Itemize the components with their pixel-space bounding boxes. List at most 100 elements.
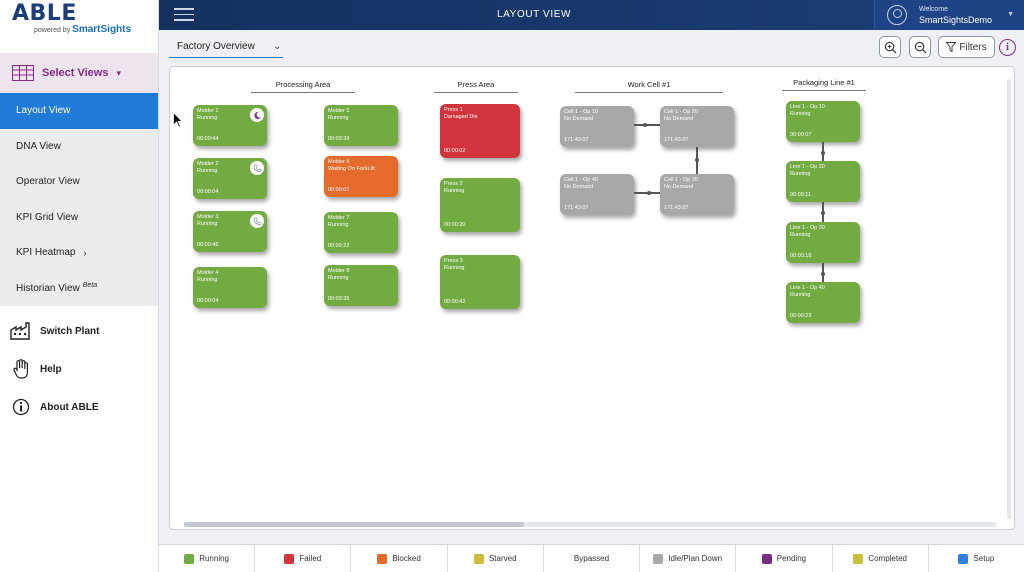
nav-layout-view[interactable]: Layout View	[0, 93, 158, 129]
machine-status: Running	[197, 221, 218, 227]
machine-status: Waiting On ForkLift	[328, 166, 375, 172]
legend-item-setup[interactable]: Setup	[929, 545, 1024, 572]
vertical-scrollbar[interactable]	[1007, 79, 1011, 519]
powered-by-text: powered by	[34, 27, 71, 34]
area-title-packaging: Packaging Line #1	[782, 78, 866, 91]
legend-item-running[interactable]: Running	[159, 545, 256, 572]
phone-icon	[250, 214, 264, 228]
machine-name: Cell 1 - Op 40	[564, 177, 598, 183]
filters-button[interactable]: Filters	[938, 36, 995, 58]
machine-tile[interactable]: Molder 8 Running 00:00:35	[324, 265, 398, 306]
machine-name: Molder 7	[328, 215, 350, 221]
machine-name: Molder 2	[197, 161, 219, 167]
machine-time: 00:00:02	[444, 148, 466, 154]
machine-name: Line 1 - Op 20	[790, 164, 825, 170]
select-views-button[interactable]: Select Views ▾	[0, 53, 158, 93]
user-menu[interactable]: Welcome SmartSightsDemo ▼	[874, 0, 1024, 30]
machine-name: Molder 4	[197, 270, 219, 276]
legend-item-completed[interactable]: Completed	[833, 545, 929, 572]
legend-item-blocked[interactable]: Blocked	[351, 545, 448, 572]
nav-kpi-heatmap[interactable]: KPI Heatmap›	[0, 235, 158, 271]
flow-connector-node	[695, 158, 699, 162]
help-button[interactable]: Help	[0, 350, 158, 388]
machine-status: Running	[328, 222, 349, 228]
machine-name: Molder 1	[197, 108, 219, 114]
toolbar: Factory Overview ⌄ Filters i	[159, 30, 1024, 64]
user-name: SmartSightsDemo	[919, 14, 993, 25]
machine-tile[interactable]: Line 1 - Op 30 Running 00:00:18	[786, 222, 860, 263]
flow-connector-node	[821, 151, 825, 155]
able-logo[interactable]: ABLE	[12, 1, 77, 26]
legend-item-failed[interactable]: Failed	[255, 545, 352, 572]
top-bar: LAYOUT VIEW Welcome SmartSightsDemo ▼	[159, 0, 1024, 30]
horizontal-scrollbar[interactable]	[184, 522, 996, 527]
legend-swatch	[184, 553, 195, 564]
legend-swatch	[958, 553, 969, 564]
machine-time: 00:00:07	[328, 187, 350, 193]
machine-tile[interactable]: Molder 6 Waiting On ForkLift 00:00:07	[324, 156, 398, 197]
machine-status: Running	[328, 275, 349, 281]
machine-tile[interactable]: Cell 1 - Op 10 No Demand 171:43:07	[560, 106, 634, 147]
scrollbar-thumb[interactable]	[184, 522, 524, 527]
machine-tile[interactable]: Molder 3 Running 00:00:46	[193, 211, 267, 252]
machine-time: 00:00:04	[197, 189, 219, 195]
nav-kpi-grid-view[interactable]: KPI Grid View	[0, 200, 158, 236]
zoom-out-button[interactable]	[909, 36, 931, 58]
machine-time: 00:00:18	[790, 253, 812, 259]
machine-tile[interactable]: Molder 1 Running 00:00:44	[193, 105, 267, 146]
machine-tile[interactable]: Cell 1 - Op 20 No Demand 171:43:07	[660, 106, 734, 147]
machine-name: Line 1 - Op 10	[790, 104, 825, 110]
hamburger-menu-icon[interactable]	[174, 8, 194, 22]
machine-status: Running	[790, 111, 811, 117]
area-title-work-cell: Work Cell #1	[575, 80, 723, 93]
legend-item-starved[interactable]: Starved	[448, 545, 544, 572]
legend-label: Bypassed	[573, 554, 610, 563]
nav-label: DNA View	[16, 140, 61, 152]
info-icon	[10, 396, 32, 418]
machine-time: 00:00:11	[790, 192, 812, 198]
machine-time: 00:00:07	[790, 132, 812, 138]
legend-label: Pending	[776, 554, 807, 563]
machine-tile[interactable]: Cell 1 - Op 30 No Demand 171:43:07	[660, 174, 734, 215]
machine-tile[interactable]: Line 1 - Op 10 Running 00:00:07	[786, 101, 860, 142]
zoom-out-icon	[914, 41, 926, 53]
legend-item-pending[interactable]: Pending	[736, 545, 833, 572]
machine-tile[interactable]: Molder 7 Running 00:00:22	[324, 212, 398, 253]
flow-connector	[634, 124, 660, 126]
nav-dna-view[interactable]: DNA View	[0, 129, 158, 165]
legend-item-idle[interactable]: Idle/Plan Down	[640, 545, 737, 572]
machine-tile[interactable]: Line 1 - Op 40 Running 00:00:23	[786, 282, 860, 323]
legend-label: Starved	[488, 554, 517, 563]
flow-connector-node	[821, 272, 825, 276]
legend-swatch	[473, 553, 484, 564]
legend-item-bypassed[interactable]: Bypassed	[544, 545, 641, 572]
machine-status: No Demand	[664, 116, 694, 122]
chevron-down-icon: ▾	[116, 67, 121, 78]
machine-tile[interactable]: Molder 4 Running 00:00:04	[193, 267, 267, 308]
machine-tile[interactable]: Press 2 Running 00:00:20	[440, 178, 520, 232]
switch-plant-button[interactable]: Switch Plant	[0, 312, 158, 350]
powered-by: powered by SmartSights	[34, 24, 158, 35]
status-legend: Running Failed Blocked Starved Bypassed …	[159, 544, 1024, 572]
machine-tile[interactable]: Press 1 Damaged Die 00:00:02	[440, 104, 520, 158]
machine-tile[interactable]: Line 1 - Op 20 Running 00:00:11	[786, 161, 860, 202]
nav-label: Historian View	[16, 282, 80, 294]
factory-select[interactable]: Factory Overview ⌄	[169, 36, 283, 58]
machine-tile[interactable]: Molder 5 Running 00:00:39	[324, 105, 398, 146]
machine-time: 171:43:07	[564, 137, 589, 143]
machine-name: Molder 5	[328, 108, 350, 114]
nav-operator-view[interactable]: Operator View	[0, 164, 158, 200]
machine-status: Running	[197, 277, 218, 283]
machine-status: Running	[790, 232, 811, 238]
machine-status: No Demand	[664, 184, 694, 190]
zoom-in-button[interactable]	[879, 36, 901, 58]
factory-icon	[10, 320, 32, 342]
about-able-button[interactable]: About ABLE	[0, 388, 158, 426]
machine-tile[interactable]: Cell 1 - Op 40 No Demand 171:43:07	[560, 174, 634, 215]
select-views-label: Select Views	[42, 67, 109, 79]
machine-tile[interactable]: Molder 2 Running 00:00:04	[193, 158, 267, 199]
machine-status: Running	[197, 115, 218, 121]
info-button[interactable]: i	[999, 39, 1016, 56]
machine-tile[interactable]: Press 3 Running 00:00:42	[440, 255, 520, 309]
